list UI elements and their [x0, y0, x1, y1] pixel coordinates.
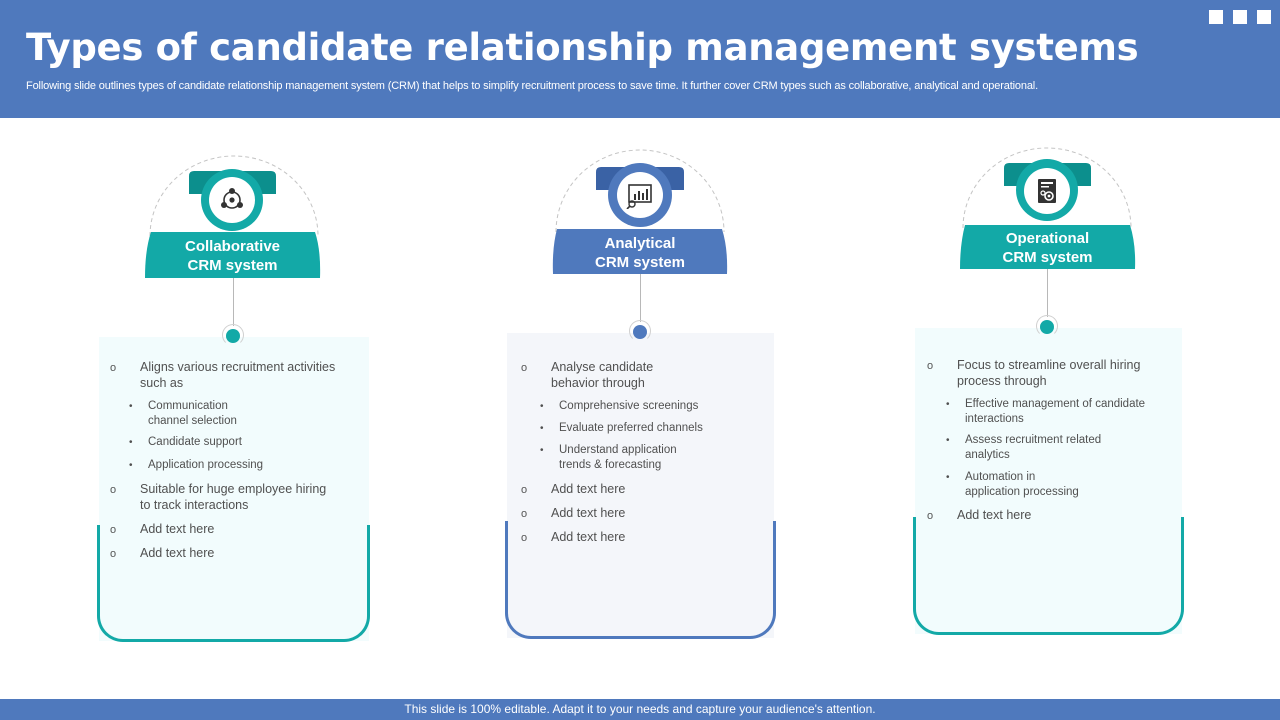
- crm-title-line: CRM system: [594, 254, 686, 271]
- crm-title-line: CRM system: [1002, 249, 1093, 266]
- sub-list-item: •Application processing: [129, 459, 264, 471]
- connector-dot: [1040, 320, 1054, 334]
- page-title: Types of candidate relationship manageme…: [26, 26, 1139, 69]
- crm-title-line: Analytical: [604, 235, 676, 252]
- crm-title: Analytical CRM system: [553, 234, 727, 272]
- connector-line: [1047, 269, 1048, 317]
- sub-list-item: •Candidate support: [129, 436, 242, 448]
- decor-square: [1257, 10, 1271, 24]
- dot-ring: [629, 320, 651, 342]
- crm-title: Collaborative CRM system: [145, 237, 320, 275]
- page-subtitle: Following slide outlines types of candid…: [26, 80, 1039, 92]
- card-frame: [505, 521, 776, 639]
- crm-title-line: Collaborative: [184, 238, 281, 255]
- team-network-icon: [209, 177, 255, 223]
- dot-ring: [1036, 315, 1058, 337]
- decor-square: [1233, 10, 1247, 24]
- connector-line: [640, 274, 641, 322]
- card-frame: [913, 517, 1184, 635]
- crm-title-line: CRM system: [187, 257, 278, 274]
- card-frame: [97, 525, 370, 642]
- connector-dot: [226, 329, 240, 343]
- dot-ring: [222, 324, 244, 346]
- footer-banner: This slide is 100% editable. Adapt it to…: [0, 699, 1280, 720]
- connector-line: [233, 278, 234, 326]
- settings-document-icon: [1024, 168, 1070, 214]
- analytics-chart-icon: [617, 172, 663, 218]
- crm-card-collaborative: [99, 337, 369, 641]
- sub-list-item: •Comprehensive screenings: [540, 400, 699, 412]
- crm-title: Operational CRM system: [960, 229, 1135, 267]
- header-banner: Types of candidate relationship manageme…: [0, 0, 1280, 118]
- footer-text: This slide is 100% editable. Adapt it to…: [404, 702, 876, 716]
- connector-dot: [633, 325, 647, 339]
- crm-card-analytical: [507, 333, 774, 638]
- decor-square: [1209, 10, 1223, 24]
- crm-title-line: Operational: [1005, 230, 1090, 247]
- sub-list-item: •Evaluate preferred channels: [540, 422, 703, 434]
- crm-card-operational: [915, 328, 1182, 634]
